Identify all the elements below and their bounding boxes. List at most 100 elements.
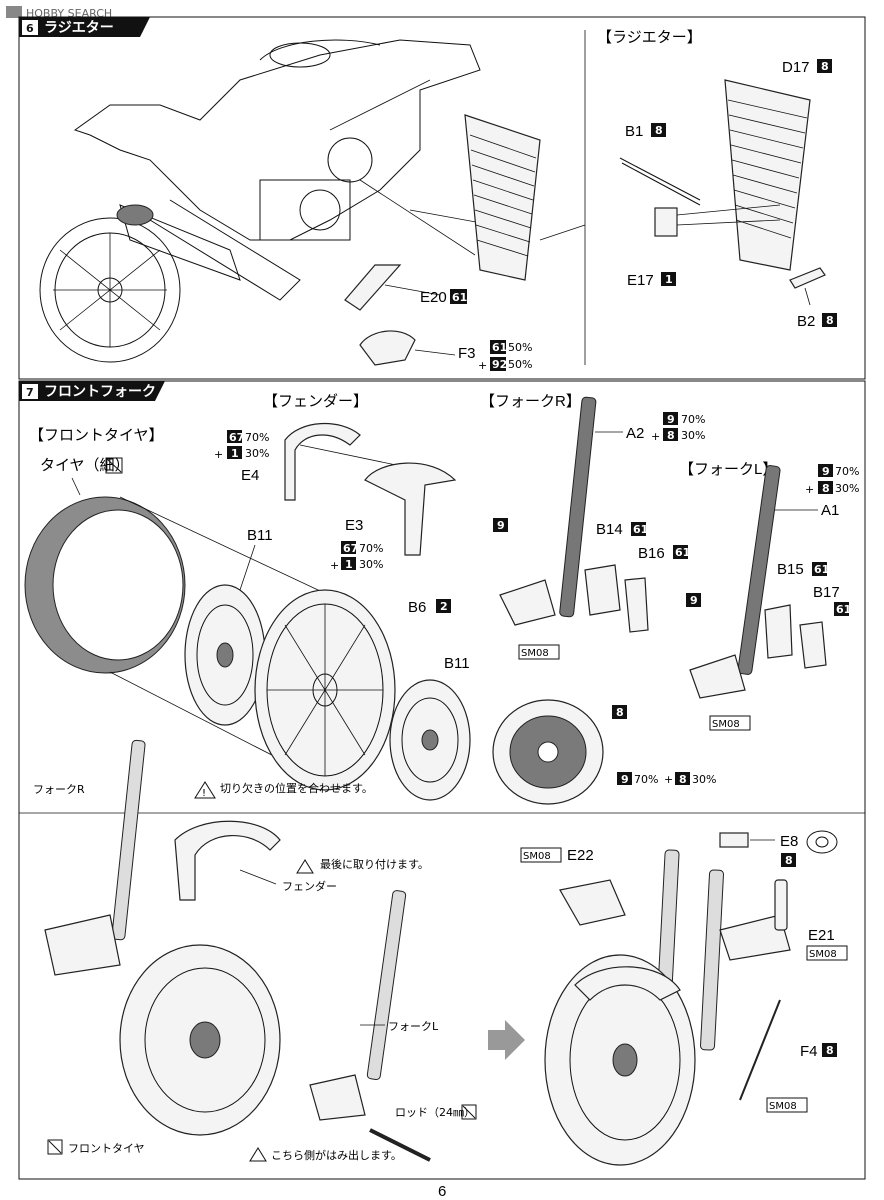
A2-pct-1: 70% bbox=[681, 413, 705, 426]
forkL-section: 【フォークL】 9 70% + 8 30% A1 9 SM08 B15 61 B… bbox=[679, 461, 859, 731]
E4-label: E4 bbox=[241, 467, 259, 484]
A2-color-1: 9 bbox=[667, 413, 675, 426]
forkL-sm08: SM08 bbox=[712, 719, 740, 730]
fender-pct-2: 30% bbox=[245, 447, 269, 460]
A2-color-2: 8 bbox=[667, 429, 675, 442]
fender-color-2: 1 bbox=[231, 447, 239, 460]
caution-side: こちら側がはみ出します。 bbox=[271, 1148, 402, 1162]
step6-header: 6 ラジエター bbox=[19, 17, 150, 37]
radiator-box-title: 【ラジエター】 bbox=[597, 29, 702, 46]
E3-label: E3 bbox=[345, 517, 363, 534]
B15-label: B15 bbox=[777, 561, 804, 578]
A1-label: A1 bbox=[821, 502, 839, 519]
disc-color: 8 bbox=[616, 706, 624, 719]
disc-B11-right: B11 bbox=[389, 655, 471, 801]
B16-color: 61 bbox=[675, 546, 690, 559]
wheel-B6: B6 2 bbox=[254, 589, 451, 791]
step7-header: 7 フロントフォーク bbox=[19, 381, 165, 401]
caution-last: 最後に取り付けます。 bbox=[320, 857, 429, 871]
disc-pct-2: 30% bbox=[692, 773, 716, 786]
part-F3: F3 61 50% + 92 50% bbox=[359, 330, 532, 372]
F3-plus: + bbox=[478, 359, 487, 372]
E17-color: 1 bbox=[665, 273, 673, 286]
E22-sm08: SM08 bbox=[523, 851, 551, 862]
E21-sm08: SM08 bbox=[809, 949, 837, 960]
F4-label: F4 bbox=[800, 1043, 818, 1060]
step7-title: フロントフォーク bbox=[44, 384, 156, 400]
step6-number: 6 bbox=[26, 22, 34, 35]
step6-title: ラジエター bbox=[44, 20, 114, 36]
asm-fender-label: フェンダー bbox=[282, 879, 337, 893]
asm-forkL-label: フォークL bbox=[388, 1020, 439, 1033]
B1-label: B1 bbox=[625, 123, 643, 140]
F4-color: 8 bbox=[826, 1044, 834, 1057]
E3-pct-2: 30% bbox=[359, 558, 383, 571]
forkL-title: 【フォークL】 bbox=[679, 461, 777, 478]
A1-color-2: 8 bbox=[822, 482, 830, 495]
front-tire-section: 【フロントタイヤ】 タイヤ（細） bbox=[24, 427, 351, 791]
E8-color: 8 bbox=[785, 854, 793, 867]
fender-section: 【フェンダー】 67 70% + 1 30% E4 E3 67 70% + 1 … bbox=[214, 393, 457, 572]
forkR-color: 9 bbox=[497, 519, 505, 532]
assembly-left: フォークR フェンダー 最後に取り付けます。 フォークL ロッド（24㎜） フロ… bbox=[33, 739, 477, 1162]
B14-label: B14 bbox=[596, 521, 623, 538]
A1-pct-1: 70% bbox=[835, 465, 859, 478]
asm-tire-label: フロントタイヤ bbox=[68, 1142, 145, 1155]
step6-frame bbox=[18, 16, 866, 380]
next-arrow bbox=[488, 1020, 525, 1060]
B11-right-label: B11 bbox=[444, 655, 470, 672]
asm-forkR-label: フォークR bbox=[33, 783, 85, 796]
A2-label: A2 bbox=[626, 425, 644, 442]
E20-color: 61 bbox=[452, 291, 467, 304]
B1-color: 8 bbox=[655, 124, 663, 137]
B17-label: B17 bbox=[813, 584, 840, 601]
assembly-right: SM08 E22 E8 8 E21 SM08 F4 8 SM08 bbox=[520, 830, 848, 1166]
B6-label: B6 bbox=[408, 599, 426, 616]
A1-plus: + bbox=[805, 483, 814, 496]
disc-pct-1: 70% bbox=[634, 773, 658, 786]
forkR-title: 【フォークR】 bbox=[480, 393, 581, 410]
forkL-color: 9 bbox=[690, 594, 698, 607]
E22-label: E22 bbox=[567, 847, 594, 864]
fender-color-1: 67 bbox=[229, 431, 244, 444]
D17-label: D17 bbox=[782, 59, 810, 76]
forkR-section: 【フォークR】 A2 9 70% + 8 30% 9 SM08 B14 61 B… bbox=[480, 393, 705, 660]
tire-cut-icon bbox=[47, 1139, 63, 1155]
E17-label: E17 bbox=[627, 272, 654, 289]
cut-icon bbox=[105, 457, 123, 474]
rod-cut-icon bbox=[461, 1104, 477, 1120]
F4-sm08: SM08 bbox=[769, 1101, 797, 1112]
B15-color: 61 bbox=[814, 563, 829, 576]
motorcycle-illustration bbox=[39, 39, 481, 363]
E8-label: E8 bbox=[780, 833, 798, 850]
A1-color-1: 9 bbox=[822, 465, 830, 478]
step7-number: 7 bbox=[26, 386, 34, 399]
A2-plus: + bbox=[651, 430, 660, 443]
B6-color: 2 bbox=[440, 600, 448, 613]
radiator-main bbox=[464, 114, 541, 281]
E3-color-1: 67 bbox=[343, 542, 358, 555]
disc-color-2: 8 bbox=[679, 773, 687, 786]
fender-pct-1: 70% bbox=[245, 431, 269, 444]
F3-color-2: 92 bbox=[492, 358, 507, 371]
B11-top-label: B11 bbox=[247, 527, 273, 544]
disc-color-1: 9 bbox=[621, 773, 629, 786]
B14-color: 61 bbox=[633, 523, 648, 536]
D17-color: 8 bbox=[821, 60, 829, 73]
page-number: 6 bbox=[438, 1183, 446, 1200]
A2-pct-2: 30% bbox=[681, 429, 705, 442]
fender-title: 【フェンダー】 bbox=[263, 393, 368, 410]
disc-detail: 8 9 70% + 8 30% bbox=[492, 699, 716, 805]
A1-pct-2: 30% bbox=[835, 482, 859, 495]
F3-pct-2: 50% bbox=[508, 358, 532, 371]
step7-frame bbox=[18, 380, 866, 1180]
E3-pct-1: 70% bbox=[359, 542, 383, 555]
B2-color: 8 bbox=[826, 314, 834, 327]
E20-label: E20 bbox=[420, 289, 447, 306]
caution-notch-text: 切り欠きの位置を合わせます。 bbox=[220, 781, 373, 795]
F3-pct-1: 50% bbox=[508, 341, 532, 354]
disc-B11-left: B11 bbox=[184, 527, 273, 726]
part-E20: E20 61 bbox=[344, 264, 467, 311]
tire-title: 【フロントタイヤ】 bbox=[29, 427, 164, 444]
